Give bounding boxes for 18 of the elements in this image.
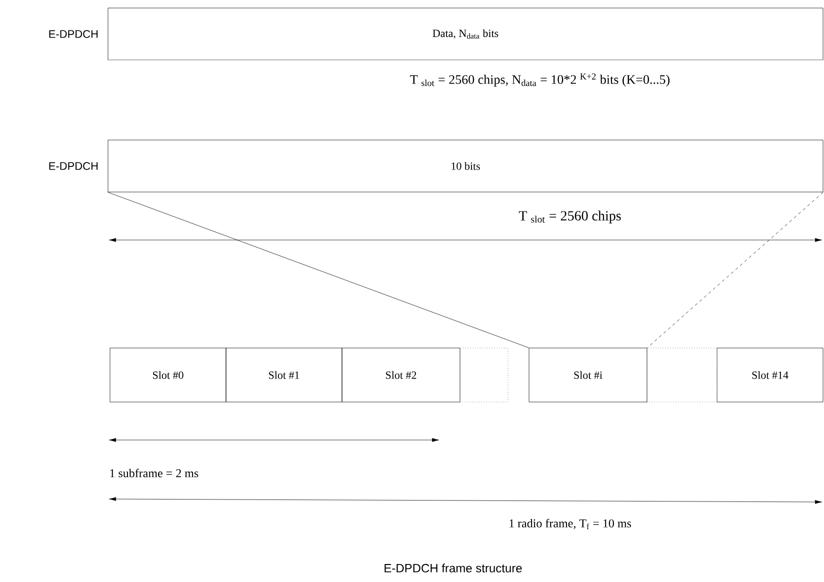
channel-label: E-DPDCH (49, 162, 98, 170)
slot-box: Slot #i (528, 348, 648, 402)
channel-label: E-DPDCH (49, 30, 98, 38)
channel-box: Data, N$_{data}$ bits (108, 8, 824, 60)
dimension-label: 1 subframe = 2 ms (110, 468, 198, 478)
expansion-line (108, 192, 529, 348)
slot-box: Slot #14 (716, 348, 824, 402)
slot-box: Slot #2 (342, 348, 460, 402)
channel-box: 10 bits (108, 140, 824, 192)
dimension-label: T $_{slot}$ = 2560 chips, N$_{data}$ = 10*2 $^{K+2}$ bits (K=0...5) (410, 73, 670, 87)
dotted-slot-box (646, 348, 718, 402)
dotted-slot-box (460, 348, 508, 402)
caption: E-DPDCH frame structure (384, 564, 522, 572)
slot-box: Slot #0 (110, 348, 226, 402)
dimension-label: T $_{slot}$ = 2560 chips (518, 210, 621, 224)
slot-box: Slot #1 (226, 348, 342, 402)
dimension-label: 1 radio frame, T$_{f}$ = 10 ms (510, 518, 631, 530)
expansion-line (647, 192, 824, 348)
